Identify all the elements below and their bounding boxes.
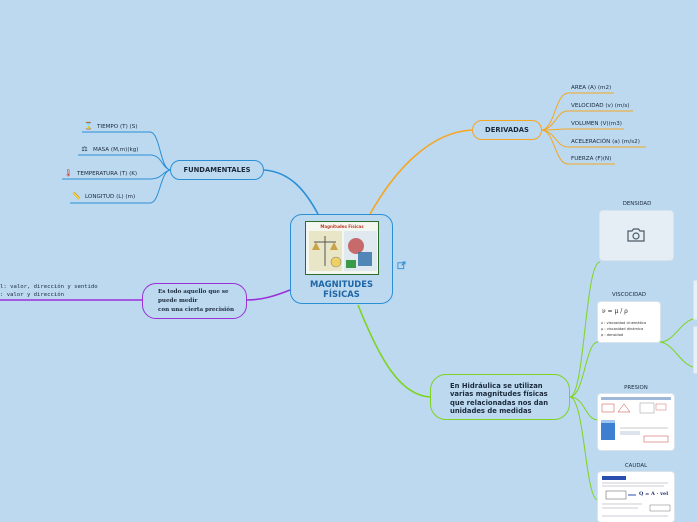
derivadas-topic[interactable]: DERIVADAS (472, 120, 542, 140)
fundamentales-topic[interactable]: FUNDAMENTALES (170, 160, 264, 180)
connector-definicion (246, 289, 291, 301)
partial-node-bottom[interactable] (693, 326, 697, 374)
caudal-diagram (602, 476, 671, 517)
central-title: MAGNITUDES FÍSICAS (309, 279, 374, 299)
leaf-fuerza[interactable]: FUERZA (F)(N) (571, 156, 612, 162)
thermometer-icon: 🌡 (64, 169, 73, 177)
presion-label: PRESION (624, 385, 648, 391)
hidraulica-line4: unidades de medidas (450, 407, 532, 416)
viscocidad-image[interactable]: ν = μ / ρ ν : viscosidad cinemática μ : … (598, 302, 660, 342)
hidraulica-line2: varias magnitudes físicas (450, 390, 548, 399)
leaf-area[interactable]: AREA (A) (m2) (571, 85, 612, 91)
definicion-topic[interactable]: Es todo aquello que se puede medir con u… (142, 283, 247, 319)
viscocidad-legend-3: ρ : densidad (601, 333, 624, 337)
viscocidad-label: VISCOCIDAD (612, 292, 646, 298)
viscocidad-legend-1: ν : viscosidad cinemática (601, 321, 647, 325)
densidad-label: DENSIDAD (622, 201, 652, 207)
leaf-tiempo[interactable]: ⌛TIEMPO (T) (S) (84, 122, 138, 130)
clipped-note-1: l: valor, dirección y sentido (0, 284, 98, 290)
connector-densidad (569, 261, 601, 398)
hidraulica-line3: que relacionadas nos dan (450, 398, 549, 407)
central-image: Magnitudes Físicas (305, 221, 379, 275)
connector-viscocidad-sub2 (659, 341, 697, 369)
fundamentales-label: FUNDAMENTALES (183, 166, 251, 174)
connector-fundamentales (263, 169, 319, 215)
connector-fuerza (541, 129, 615, 165)
external-link-icon[interactable] (397, 255, 406, 270)
caudal-label: CAUDAL (624, 463, 648, 469)
definicion-line2: puede medir (158, 298, 198, 304)
leaf-longitud[interactable]: 📏LONGITUD (L) (m) (72, 192, 136, 200)
hidraulica-line1: En Hidráulica se utilizan (450, 382, 543, 390)
connector-derivadas (369, 129, 473, 215)
hidraulica-topic[interactable]: En Hidráulica se utilizan varias magnitu… (430, 374, 570, 420)
connector-area (541, 92, 614, 131)
derivadas-label: DERIVADAS (485, 126, 529, 134)
connector-viscocidad (569, 341, 599, 398)
leaf-temperatura[interactable]: 🌡TEMPERATURA (T) (K) (64, 169, 138, 177)
caudal-image[interactable]: Q = A · vel (598, 472, 674, 522)
scale-icon: ⚖ (81, 145, 88, 153)
ruler-icon: 📏 (72, 192, 81, 200)
connector-masa (78, 154, 171, 171)
clipped-note-2: : valor y dirección (0, 292, 64, 298)
central-topic[interactable]: Magnitudes Físicas MAGNITUDES FÍSICAS (290, 214, 393, 304)
central-image-art (309, 231, 377, 271)
connector-longitud (70, 169, 171, 204)
connector-hidraulica (357, 304, 431, 398)
leaf-masa[interactable]: ⚖MASA (M,m)(kg) (81, 145, 139, 153)
connector-viscocidad-sub (659, 317, 697, 343)
camera-icon (627, 228, 645, 242)
caudal-formula: Q = A · vel (639, 491, 669, 497)
viscocidad-formula: ν = μ / ρ (602, 308, 628, 315)
connector-caudal (569, 396, 599, 501)
connector-volumen (541, 128, 624, 131)
presion-image[interactable] (598, 394, 674, 450)
leaf-volumen[interactable]: VOLUMEN (V)(m3) (571, 121, 622, 127)
connector-velocidad (541, 110, 633, 131)
presion-diagram (601, 397, 671, 443)
viscocidad-legend-2: μ : viscosidad dinámica (601, 327, 644, 331)
hourglass-icon: ⌛ (84, 122, 93, 130)
definicion-line3: con una cierta precisión (158, 307, 235, 313)
connector-presion (569, 396, 599, 421)
densidad-image-placeholder[interactable] (600, 211, 673, 260)
leaf-aceleracion[interactable]: ACELERACIÓN (a) (m/s2) (571, 139, 640, 145)
leaf-velocidad[interactable]: VELOCIDAD (v) (m/s) (571, 103, 630, 109)
central-image-caption: Magnitudes Físicas (320, 224, 364, 229)
definicion-line1: Es todo aquello que se (158, 289, 229, 295)
partial-node-top[interactable] (693, 280, 697, 320)
